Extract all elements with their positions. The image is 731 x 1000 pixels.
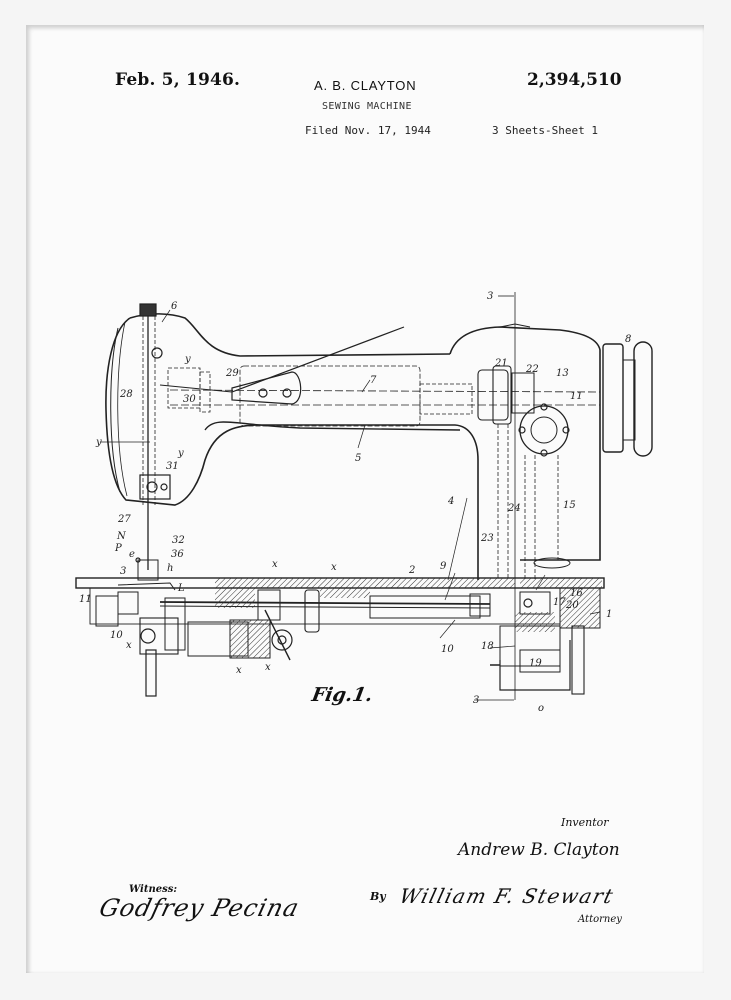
svg-text:29: 29: [225, 368, 239, 379]
svg-text:21: 21: [494, 358, 508, 369]
reference-numerals: 6 y 29 30 28 y y 31 7 5 3 8 21 22 13 11 …: [79, 291, 631, 714]
svg-text:y: y: [177, 448, 184, 459]
flywheel: [602, 341, 653, 457]
svg-text:3: 3: [487, 291, 493, 302]
patent-sheet: [26, 25, 704, 973]
svg-text:27: 27: [117, 514, 131, 525]
svg-text:7: 7: [370, 375, 377, 386]
svg-text:23: 23: [480, 533, 494, 544]
machine-head: [100, 303, 479, 580]
svg-text:2: 2: [408, 565, 415, 576]
witness-label: Witness:: [129, 884, 178, 895]
svg-text:24: 24: [507, 503, 521, 514]
svg-text:x: x: [331, 562, 337, 573]
sheet-count: 3 Sheets-Sheet 1: [492, 124, 598, 137]
svg-text:x: x: [272, 559, 278, 570]
inventor-short-name: A. B. CLAYTON: [314, 78, 417, 93]
svg-text:11: 11: [79, 594, 92, 605]
filed-date: Filed Nov. 17, 1944: [305, 124, 431, 137]
inventor-name: Andrew B. Clayton: [458, 840, 620, 860]
svg-text:19: 19: [529, 658, 542, 669]
ref-6: 6: [171, 301, 178, 312]
svg-text:10: 10: [441, 644, 454, 655]
svg-text:30: 30: [183, 394, 196, 405]
svg-text:3: 3: [473, 695, 479, 706]
patent-title: SEWING MACHINE: [322, 101, 412, 112]
svg-text:x: x: [236, 665, 242, 676]
attorney-label: Attorney: [578, 914, 622, 925]
svg-text:L: L: [177, 583, 185, 594]
svg-text:3: 3: [120, 566, 126, 577]
svg-text:20: 20: [565, 600, 579, 611]
svg-text:5: 5: [355, 453, 361, 464]
svg-text:36: 36: [171, 549, 184, 560]
inventor-label: Inventor: [561, 816, 609, 829]
lower-mechanism: [95, 557, 320, 697]
svg-text:8: 8: [625, 334, 631, 345]
patent-number: 2,394,510: [527, 70, 622, 90]
by-label: By: [370, 890, 386, 903]
leader-lines: [161, 309, 601, 649]
svg-text:e: e: [129, 549, 135, 560]
patent-date: Feb. 5, 1946.: [115, 70, 241, 90]
svg-text:1: 1: [606, 609, 612, 620]
svg-text:4: 4: [447, 496, 454, 507]
svg-text:N: N: [116, 531, 127, 542]
svg-text:y: y: [184, 354, 191, 365]
svg-text:y: y: [95, 437, 102, 448]
svg-text:31: 31: [166, 461, 179, 472]
svg-text:18: 18: [481, 641, 494, 652]
svg-text:o: o: [538, 703, 544, 714]
svg-text:x: x: [126, 640, 132, 651]
svg-text:10: 10: [110, 630, 123, 641]
svg-text:9: 9: [440, 561, 447, 572]
machine-bed: [75, 577, 605, 632]
svg-text:22: 22: [525, 364, 539, 375]
svg-text:11: 11: [570, 391, 583, 402]
svg-text:13: 13: [556, 368, 569, 379]
machine-upright: [449, 292, 601, 701]
svg-text:16: 16: [570, 588, 583, 599]
lower-right-mechanism: [490, 625, 585, 695]
svg-text:x: x: [265, 662, 271, 673]
svg-text:P: P: [114, 543, 122, 554]
svg-text:32: 32: [172, 535, 185, 546]
svg-text:28: 28: [119, 389, 133, 400]
attorney-signature: William F. Stewart: [397, 884, 617, 908]
svg-text:15: 15: [563, 500, 576, 511]
figure-label: Fig.1.: [310, 684, 375, 706]
machine-arm: [169, 326, 601, 431]
svg-text:h: h: [167, 563, 173, 574]
witness-signature: Godfrey Pecina: [96, 894, 303, 922]
svg-text:17: 17: [553, 597, 566, 608]
